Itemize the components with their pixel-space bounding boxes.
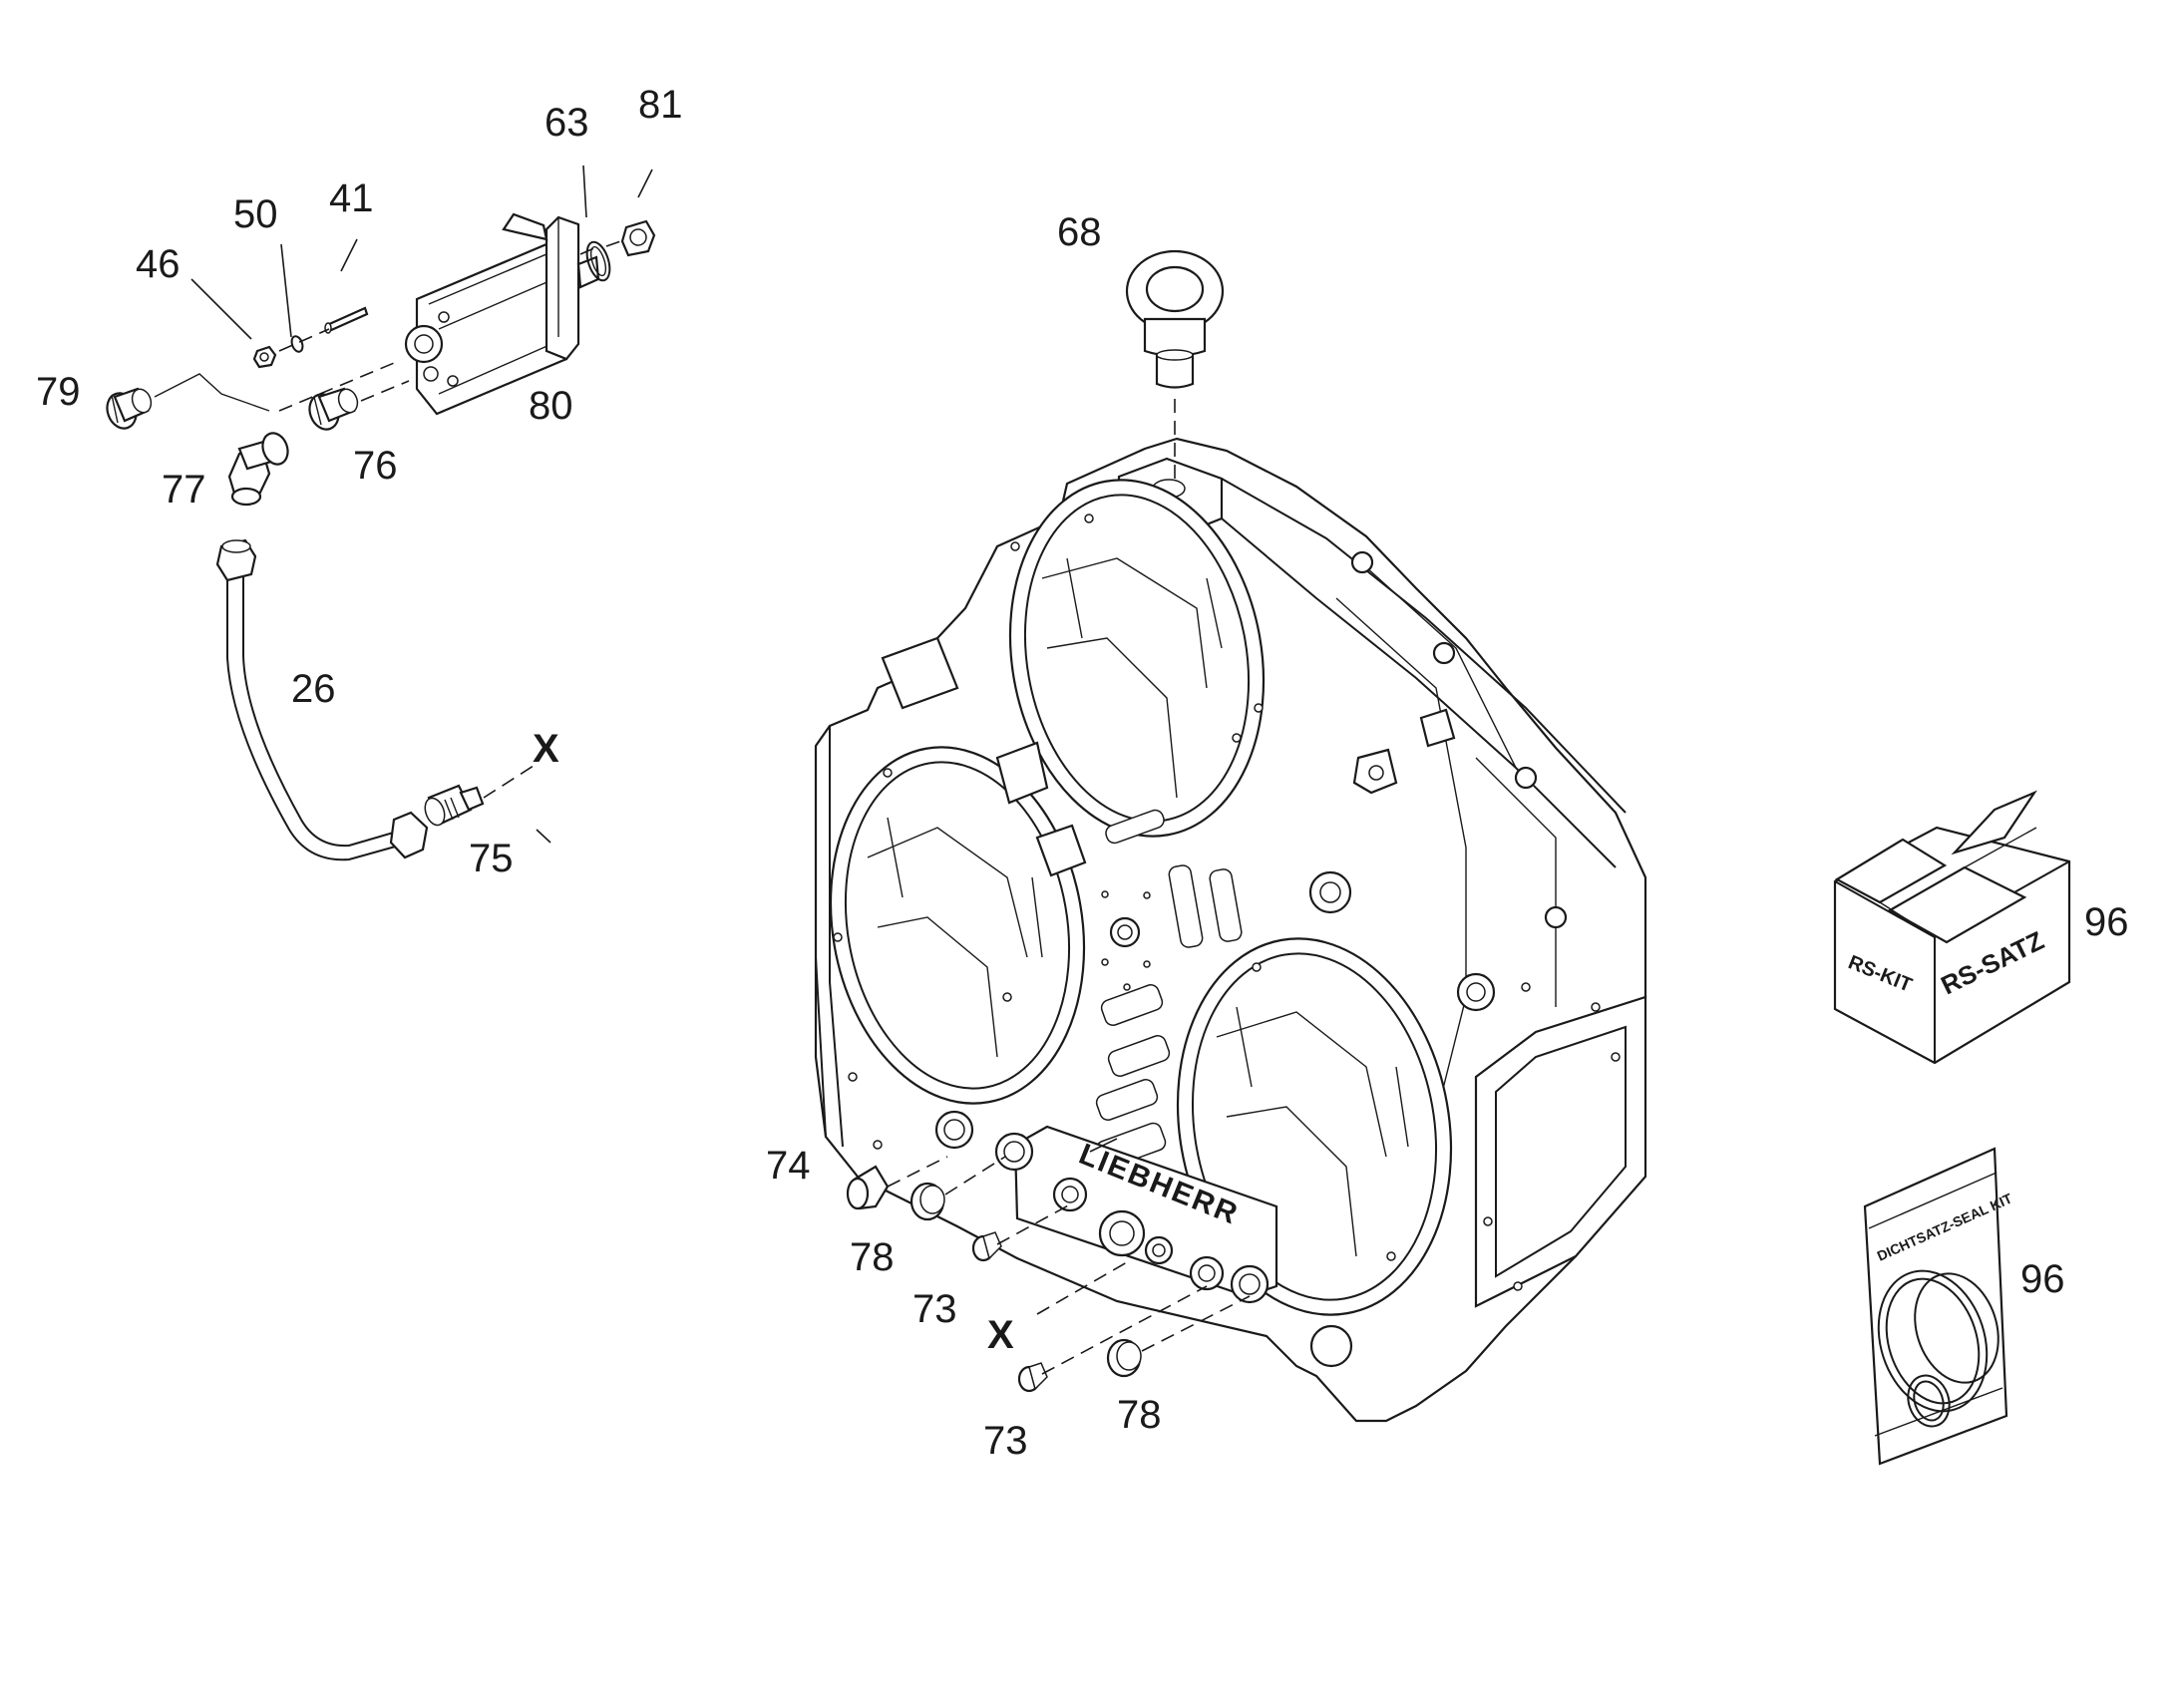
- seal-ring-78a[interactable]: [909, 1182, 945, 1221]
- seal-kit-bag[interactable]: [1861, 1147, 2011, 1466]
- part-label-81: 81: [638, 83, 683, 127]
- nut-81[interactable]: [620, 219, 656, 257]
- assembly-line: [996, 1203, 1071, 1245]
- part-label-68: 68: [1057, 210, 1102, 254]
- assembly-line: [605, 238, 627, 247]
- assembly-line: [579, 246, 597, 255]
- assembly-line: [483, 765, 535, 799]
- hydraulic-pipe-26[interactable]: [215, 538, 429, 861]
- assembly-line: [1041, 1285, 1208, 1375]
- part-label-46: 46: [136, 242, 181, 286]
- assembly-line: [887, 1156, 948, 1188]
- fitting-76[interactable]: [305, 387, 361, 434]
- assembly-line: [1141, 1295, 1251, 1352]
- part-label-73-b: 73: [983, 1419, 1028, 1463]
- hydraulic-pump[interactable]: [404, 212, 600, 416]
- part-label-96-box: 96: [2084, 900, 2129, 944]
- lifting-eye-bolt-68[interactable]: [1125, 249, 1225, 389]
- connection-marker-x-bottom: X: [987, 1313, 1014, 1357]
- part-label-80: 80: [529, 384, 573, 428]
- part-label-78-a: 78: [850, 1235, 895, 1279]
- part-label-74: 74: [766, 1144, 811, 1188]
- assembly-line: [360, 380, 410, 402]
- part-label-63: 63: [545, 101, 589, 145]
- screw-73a[interactable]: [971, 1231, 1002, 1262]
- leader-line: [582, 165, 587, 218]
- part-label-76: 76: [353, 444, 398, 488]
- screw-73b[interactable]: [1017, 1362, 1048, 1393]
- part-label-73-a: 73: [912, 1287, 957, 1331]
- assembly-line: [944, 1156, 1006, 1196]
- part-label-78-b: 78: [1117, 1393, 1162, 1437]
- leader-line: [190, 278, 252, 340]
- leader-line: [340, 238, 358, 272]
- connection-marker-x-top: X: [533, 727, 559, 771]
- rs-kit-box[interactable]: [1833, 790, 2071, 1065]
- part-label-26: 26: [291, 667, 336, 711]
- part-label-77: 77: [162, 468, 206, 512]
- gearbox-housing[interactable]: [804, 437, 1647, 1423]
- fitting-75[interactable]: [422, 784, 485, 828]
- part-label-50: 50: [233, 192, 278, 236]
- fitting-79[interactable]: [103, 387, 155, 433]
- leader-line: [637, 169, 653, 198]
- leader-line: [280, 243, 292, 338]
- assembly-line: [154, 373, 270, 412]
- small-nut-46[interactable]: [252, 345, 277, 369]
- leader-line: [536, 829, 551, 844]
- o-ring-63[interactable]: [582, 239, 613, 283]
- part-label-96-bag: 96: [2020, 1257, 2065, 1301]
- part-label-75: 75: [469, 837, 514, 880]
- seal-ring-78b[interactable]: [1106, 1338, 1142, 1378]
- leader-line: [1089, 1138, 1118, 1153]
- assembly-line: [1036, 1261, 1128, 1315]
- assembly-line: [278, 328, 330, 352]
- plug-74[interactable]: [846, 1165, 890, 1210]
- part-label-41: 41: [329, 176, 374, 220]
- pin-41[interactable]: [324, 306, 369, 334]
- small-o-ring-50[interactable]: [290, 335, 305, 353]
- elbow-fitting-77[interactable]: [227, 430, 292, 507]
- part-label-79: 79: [36, 370, 81, 414]
